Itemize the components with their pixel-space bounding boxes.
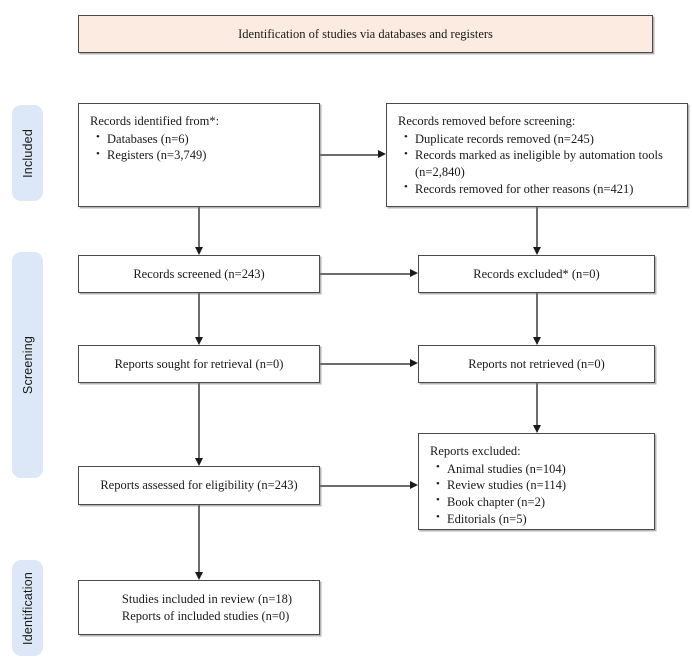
connector-not-retrieved-to-reports-excluded bbox=[536, 383, 538, 425]
node-records-excluded-title: Records excluded* (n=0) bbox=[473, 266, 600, 281]
list-item: Records removed for other reasons (n=421… bbox=[404, 180, 677, 198]
node-studies-included: Studies included in review (n=18) Report… bbox=[78, 580, 320, 635]
stage-label-identification: Identification bbox=[20, 571, 35, 645]
connector-assessed-to-reports-excluded bbox=[320, 485, 410, 487]
diagram-header-title: Identification of studies via databases … bbox=[238, 26, 493, 41]
node-reports-assessed-title: Reports assessed for eligibility (n=243) bbox=[100, 478, 298, 493]
diagram-header-box: Identification of studies via databases … bbox=[78, 15, 653, 53]
connector-records-excluded-to-not-retrieved bbox=[536, 293, 538, 337]
node-reports-sought: Reports sought for retrieval (n=0) bbox=[78, 345, 320, 383]
connector-screened-to-sought bbox=[198, 293, 200, 337]
list-item: Editorials (n=5) bbox=[436, 510, 644, 528]
arrowhead-screened-to-sought bbox=[194, 337, 203, 345]
stage-label-included: Included bbox=[20, 128, 35, 178]
arrowhead-identified-to-screened bbox=[194, 247, 203, 255]
connector-identified-to-screened bbox=[198, 207, 200, 247]
node-records-removed: Records removed before screening: Duplic… bbox=[386, 103, 688, 207]
stage-pill-identification: Identification bbox=[12, 560, 43, 656]
list-item: Review studies (n=114) bbox=[436, 477, 644, 494]
stage-pill-included: Included bbox=[12, 105, 43, 201]
node-reports-not-retrieved-title: Reports not retrieved (n=0) bbox=[468, 356, 605, 371]
arrowhead-assessed-to-reports-excluded bbox=[410, 481, 418, 489]
connector-sought-to-assessed bbox=[198, 383, 200, 458]
node-reports-excluded: Reports excluded: Animal studies (n=104)… bbox=[418, 433, 655, 530]
list-item: Duplicate records removed (n=245) bbox=[404, 130, 677, 148]
arrowhead-sought-to-not-retrieved bbox=[410, 359, 418, 367]
node-records-screened: Records screened (n=243) bbox=[78, 255, 320, 293]
arrowhead-sought-to-assessed bbox=[194, 458, 203, 466]
connector-removed-to-records-excluded bbox=[536, 207, 538, 247]
connector-identified-to-removed bbox=[320, 154, 378, 156]
node-records-removed-list: Duplicate records removed (n=245) Record… bbox=[398, 130, 677, 198]
list-item: Book chapter (n=2) bbox=[436, 493, 644, 511]
list-item: Animal studies (n=104) bbox=[436, 460, 644, 478]
stage-pill-screening: Screening bbox=[12, 252, 43, 478]
node-records-identified: Records identified from*: Databases (n=6… bbox=[78, 103, 320, 207]
arrowhead-assessed-to-included bbox=[194, 572, 203, 580]
node-records-removed-title: Records removed before screening: bbox=[398, 114, 576, 128]
node-reports-not-retrieved: Reports not retrieved (n=0) bbox=[418, 345, 655, 383]
list-item: Records marked as ineligible by automati… bbox=[404, 147, 677, 180]
connector-screened-to-records-excluded bbox=[320, 273, 410, 275]
arrowhead-identified-to-removed bbox=[378, 150, 386, 158]
stage-label-screening: Screening bbox=[20, 335, 35, 395]
node-records-screened-title: Records screened (n=243) bbox=[133, 266, 265, 281]
node-studies-included-line1: Studies included in review (n=18) bbox=[121, 591, 293, 606]
node-records-identified-title: Records identified from*: bbox=[90, 114, 220, 128]
node-reports-excluded-list: Animal studies (n=104) Review studies (n… bbox=[430, 460, 644, 528]
node-records-excluded: Records excluded* (n=0) bbox=[418, 255, 655, 293]
arrowhead-removed-to-records-excluded bbox=[532, 247, 541, 255]
list-item: Registers (n=3,749) bbox=[96, 147, 309, 164]
list-item: Databases (n=6) bbox=[96, 130, 309, 148]
node-reports-excluded-title: Reports excluded: bbox=[430, 444, 521, 458]
connector-sought-to-not-retrieved bbox=[320, 363, 410, 365]
node-reports-assessed: Reports assessed for eligibility (n=243) bbox=[78, 466, 320, 505]
arrowhead-not-retrieved-to-reports-excluded bbox=[532, 425, 541, 433]
node-studies-included-line2: Reports of included studies (n=0) bbox=[121, 608, 290, 623]
node-records-identified-list: Databases (n=6) Registers (n=3,749) bbox=[90, 130, 309, 164]
arrowhead-records-excluded-to-not-retrieved bbox=[532, 337, 541, 345]
connector-assessed-to-included bbox=[198, 505, 200, 572]
node-studies-included-body: Studies included in review (n=18) Report… bbox=[106, 591, 292, 624]
node-reports-sought-title: Reports sought for retrieval (n=0) bbox=[114, 356, 284, 371]
arrowhead-screened-to-records-excluded bbox=[410, 269, 418, 277]
